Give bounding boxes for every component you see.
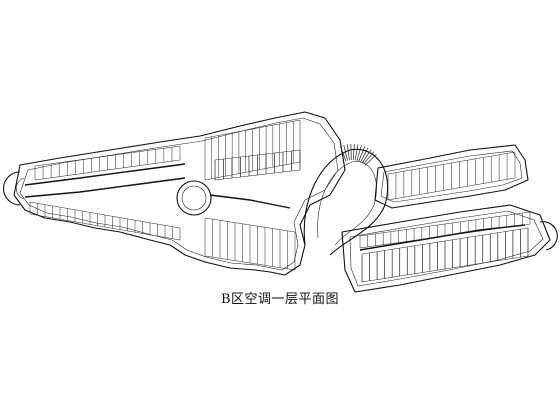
entrance-step-line <box>364 154 377 166</box>
right-upper-outline <box>374 144 529 209</box>
right-lower-outline <box>341 204 551 293</box>
partition-back-wall <box>204 255 296 271</box>
entrance-step-line <box>358 146 366 162</box>
partition-front-wall <box>34 145 181 167</box>
partition-front-wall <box>387 151 516 175</box>
entrance-step-line <box>356 145 362 161</box>
left-corridor-upper <box>24 163 186 186</box>
partition-back-wall <box>34 159 181 181</box>
left-wing-shop-partitions <box>34 145 181 181</box>
partition-back-wall <box>204 161 301 181</box>
left-wing <box>2 111 346 276</box>
partition-front-wall <box>204 119 301 139</box>
left-corridor-lower <box>24 177 186 198</box>
partition-front-wall <box>204 217 296 233</box>
entrance-steps <box>340 144 377 166</box>
partition-back-wall <box>359 223 531 249</box>
partition-front-wall <box>214 149 301 161</box>
partition-back-wall <box>361 255 529 283</box>
right-lower-wing <box>341 204 558 293</box>
plaza-curved-drive <box>303 148 389 256</box>
entrance-step-line <box>352 144 355 161</box>
entrance-step-line <box>350 144 352 161</box>
left-wing-inner-outline <box>19 117 339 271</box>
partition-back-wall <box>214 169 301 181</box>
right-lower-shop-partitions <box>359 211 531 283</box>
partition-front-wall <box>29 201 181 229</box>
entrance-step-line <box>340 145 347 162</box>
right-lower-inner-outline <box>349 210 544 287</box>
entrance-step-line <box>361 149 372 164</box>
entrance-step-line <box>360 147 369 163</box>
partition-front-wall <box>359 211 531 237</box>
lower-middle-block-partitions <box>204 217 296 271</box>
central-plaza <box>303 144 389 256</box>
drawing-caption: B区空调一层平面图 <box>220 292 340 307</box>
partition-back-wall <box>29 213 181 241</box>
right-upper-wing <box>374 144 529 209</box>
right-lower-corridor <box>359 224 526 251</box>
right-upper-inner-outline <box>380 150 523 203</box>
entrance-step-line <box>343 144 348 161</box>
right-upper-shop-partitions <box>387 151 516 201</box>
west-rotunda-inner <box>16 177 25 200</box>
west-rotunda <box>2 171 21 206</box>
plaza-curved-drive-inner <box>317 161 377 246</box>
middle-block-partitions <box>204 119 301 181</box>
partition-front-wall <box>361 227 529 255</box>
left-wing-lower-partitions <box>29 201 181 241</box>
entrance-step-line <box>354 144 359 161</box>
east-rotunda <box>539 221 558 251</box>
entrance-step-line <box>363 151 375 165</box>
mid-corridor <box>209 194 291 209</box>
left-wing-outline <box>13 111 346 276</box>
entrance-step-line <box>346 144 350 161</box>
central-atrium <box>176 180 212 216</box>
central-atrium-inner <box>181 185 207 211</box>
partition-back-wall <box>387 177 516 201</box>
